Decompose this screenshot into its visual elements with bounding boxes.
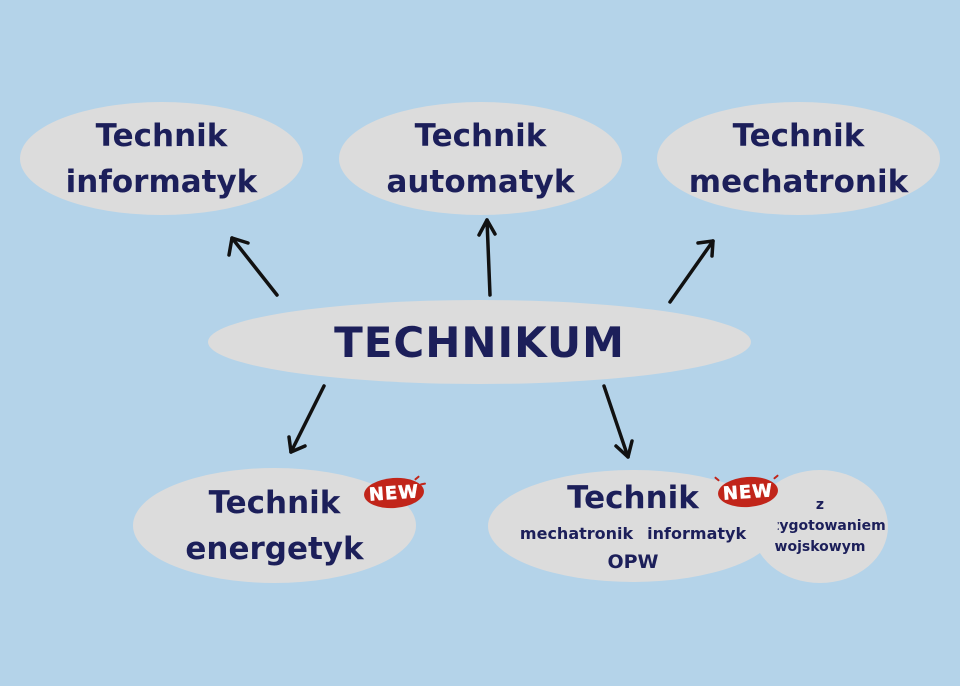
- arrow-to-mechatronik: [668, 239, 715, 304]
- arrow-to-informatyk: [227, 236, 279, 297]
- node-label-line1: Technik: [95, 117, 228, 154]
- node-title: Technik: [567, 480, 699, 516]
- military-line3: wojskowym: [774, 539, 866, 555]
- new-badge-label: NEW: [368, 480, 420, 506]
- node-technikum-center: TECHNIKUM: [208, 300, 751, 384]
- node-label-line2: automatyk: [386, 163, 575, 200]
- arrow-to-energetyk: [287, 384, 326, 454]
- subtitle-opw: OPW: [607, 551, 659, 573]
- center-label: TECHNIKUM: [334, 317, 625, 367]
- node-technik-informatyk: Technik informatyk: [20, 102, 303, 215]
- node-label-line2: mechatronik: [688, 163, 909, 200]
- node-technik-opw: Technik mechatronik informatyk OPW: [488, 470, 778, 582]
- node-label-line1: Technik: [732, 117, 865, 154]
- node-label-line1: Technik: [414, 117, 547, 154]
- subtitle-mechatronik: mechatronik: [519, 524, 634, 543]
- arrow-to-bottom-right: [602, 384, 634, 459]
- node-subtitle-row: mechatronik informatyk: [520, 524, 746, 543]
- subtitle-informatyk: informatyk: [647, 524, 747, 543]
- new-badge-label: NEW: [722, 479, 774, 505]
- military-line1: z: [815, 497, 825, 513]
- arrow-to-automatyk: [477, 218, 497, 297]
- node-label-line2: informatyk: [65, 163, 258, 200]
- node-technik-mechatronik: Technik mechatronik: [657, 102, 940, 215]
- node-label-line2: energetyk: [185, 530, 364, 567]
- node-technik-automatyk: Technik automatyk: [339, 102, 622, 215]
- military-line2: przygotowaniem: [754, 518, 886, 534]
- node-technik-energetyk: Technik energetyk: [133, 468, 416, 583]
- node-label-line1: Technik: [208, 484, 341, 521]
